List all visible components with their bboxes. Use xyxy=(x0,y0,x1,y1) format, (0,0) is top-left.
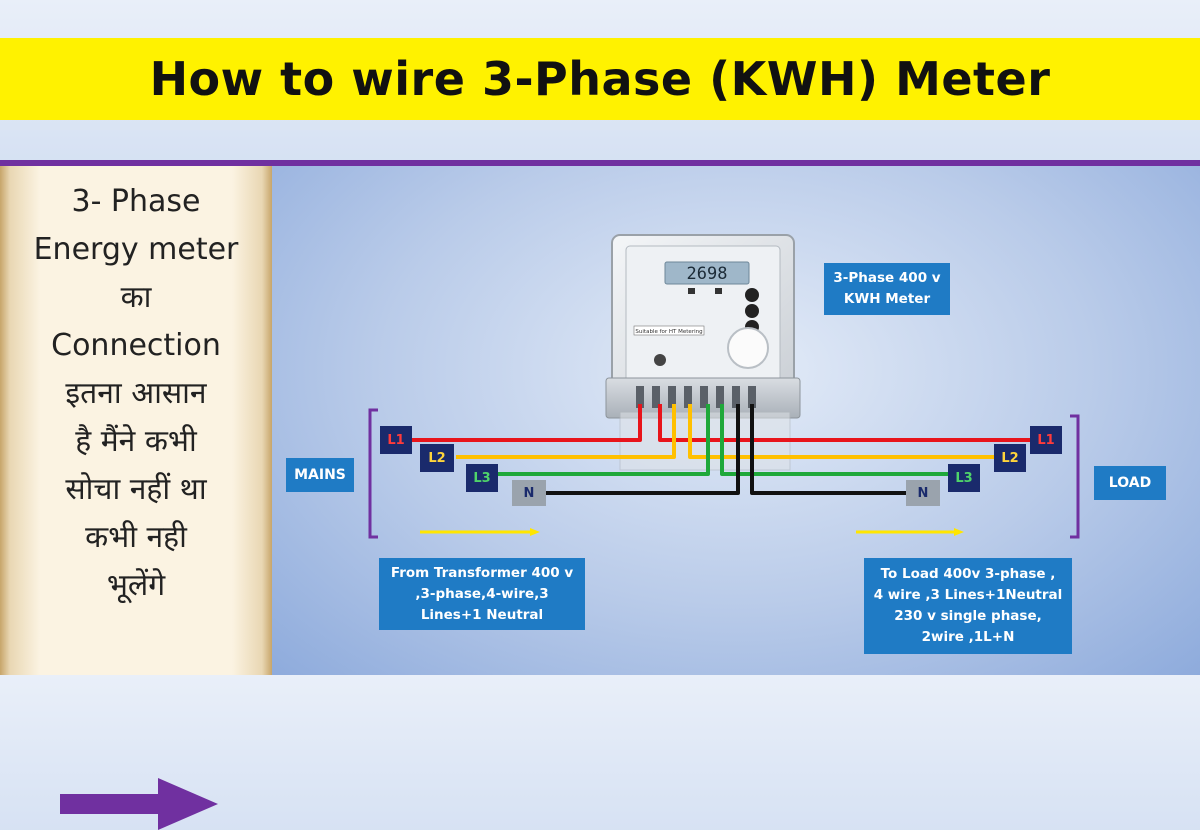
wire-l3-out xyxy=(720,404,948,476)
wire-n-out xyxy=(750,404,910,495)
meter-label: 3-Phase 400 v KWH Meter xyxy=(824,263,950,315)
meter-terminal xyxy=(700,386,708,408)
terminal-load-n: N xyxy=(906,480,940,506)
side-text-line: इतना आसान xyxy=(65,376,207,411)
meter-lcd xyxy=(664,261,750,285)
arrow-right-icon xyxy=(60,778,218,830)
note-line: 230 v single phase, xyxy=(894,608,1042,624)
meter-terminal xyxy=(668,386,676,408)
flow-arrow-right xyxy=(856,528,964,536)
meter-label-line: KWH Meter xyxy=(843,291,931,307)
kwh-meter: 2698 Suitable for HT Metering xyxy=(605,234,801,471)
terminal-mains-l2: L2 xyxy=(420,444,454,472)
divider-rule xyxy=(0,160,1200,166)
meter-caption-box xyxy=(633,325,705,336)
flow-arrow-left xyxy=(420,528,540,536)
side-text-line: भूलेंगे xyxy=(106,568,166,603)
side-text-line: Connection xyxy=(51,328,221,363)
wire-n-in xyxy=(546,404,740,495)
wiring-diagram: 2698 Suitable for HT Metering xyxy=(368,234,1080,539)
side-text-line: Energy meter xyxy=(33,232,239,267)
meter-led xyxy=(688,288,695,294)
load-bracket xyxy=(1070,414,1080,539)
wire-l3-in xyxy=(494,404,710,476)
side-text-line: है मैंने कभी xyxy=(75,424,197,459)
wire-l1-out xyxy=(658,404,1030,442)
terminal-mains-n: N xyxy=(512,480,546,506)
meter-terminal xyxy=(716,386,724,408)
mains-label: MAINS xyxy=(286,458,354,492)
note-line: Lines+1 Neutral xyxy=(420,606,544,623)
side-text-line: सोचा नहीं था xyxy=(65,472,207,507)
page-title: How to wire 3-Phase (KWH) Meter xyxy=(149,52,1051,106)
note-line: 2wire ,1L+N xyxy=(921,629,1015,645)
note-line: ,3-phase,4-wire,3 xyxy=(415,585,549,602)
note-line: 4 wire ,3 Lines+1Neutral xyxy=(873,587,1063,603)
meter-terminal xyxy=(636,386,644,408)
meter-terminal xyxy=(732,386,740,408)
from-transformer-note: From Transformer 400 v ,3-phase,4-wire,3… xyxy=(379,558,585,630)
side-text-line: का xyxy=(120,280,152,315)
load-label: LOAD xyxy=(1094,466,1166,500)
meter-logo-icon xyxy=(654,354,666,366)
terminal-load-l2: L2 xyxy=(994,444,1026,472)
meter-terminal xyxy=(652,386,660,408)
wire-l2-in xyxy=(456,404,676,459)
title-banner: How to wire 3-Phase (KWH) Meter xyxy=(0,38,1200,120)
note-line: To Load 400v 3-phase , xyxy=(880,566,1056,582)
meter-button xyxy=(745,304,759,318)
to-load-note: To Load 400v 3-phase , 4 wire ,3 Lines+1… xyxy=(864,558,1072,654)
side-text-line: 3- Phase xyxy=(71,184,201,219)
wire-l1-in xyxy=(412,404,642,442)
meter-label-line: 3-Phase 400 v xyxy=(833,270,941,286)
terminal-load-l1: L1 xyxy=(1030,426,1062,454)
terminal-mains-l1: L1 xyxy=(380,426,412,454)
wire-l2-out xyxy=(688,404,994,459)
mains-bracket xyxy=(368,408,378,539)
terminal-mains-l3: L3 xyxy=(466,464,498,492)
meter-reading: 2698 xyxy=(687,264,728,284)
meter-seal-cap xyxy=(727,327,769,369)
side-text-block: 3- Phase Energy meter का Connection इतना… xyxy=(12,178,260,610)
note-line: From Transformer 400 v xyxy=(390,564,574,581)
meter-terminal xyxy=(748,386,756,408)
meter-caption: Suitable for HT Metering xyxy=(635,329,702,335)
terminal-load-l3: L3 xyxy=(948,464,980,492)
meter-button xyxy=(745,288,759,302)
meter-terminal xyxy=(684,386,692,408)
meter-led xyxy=(715,288,722,294)
side-text-line: कभी नही xyxy=(85,520,187,555)
